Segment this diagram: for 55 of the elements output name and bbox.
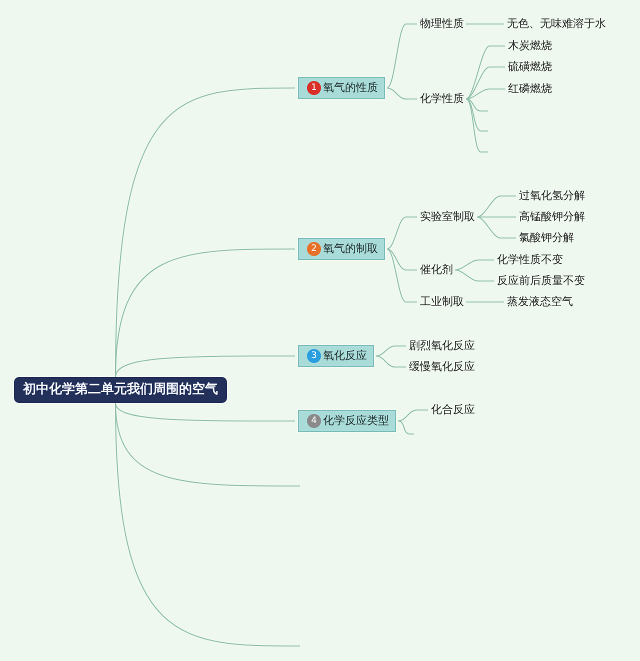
central-topic: 初中化学第二单元我们周围的空气 xyxy=(14,377,227,403)
topic-box xyxy=(298,77,385,99)
subtopic-label: 化合反应 xyxy=(431,403,475,417)
branch-line xyxy=(376,356,406,368)
branch-line xyxy=(386,24,418,88)
subtopic-label: 化学性质 xyxy=(420,92,464,106)
subtopic-label: 剧烈氧化反应 xyxy=(409,339,475,353)
branch-line xyxy=(386,248,418,302)
number-badge: 2 xyxy=(307,242,321,256)
branch-line xyxy=(476,216,516,238)
branch-line xyxy=(476,216,516,218)
subtopic-label: 氯酸钾分解 xyxy=(519,231,574,245)
topic-label: 氧化反应 xyxy=(323,348,367,364)
branch-line xyxy=(115,248,296,378)
branch-line xyxy=(454,260,494,270)
topic-box xyxy=(298,410,396,432)
number-badge: 1 xyxy=(307,81,321,95)
subtopic-label: 工业制取 xyxy=(420,295,464,309)
subtopic-label: 实验室制取 xyxy=(420,210,475,224)
branch-line xyxy=(386,248,418,270)
subtopic-label: 无色、无味难溶于水 xyxy=(507,17,606,31)
branch-line xyxy=(466,98,488,132)
branch-line xyxy=(466,98,488,112)
subtopic-label: 红磷燃烧 xyxy=(508,82,552,96)
branch-line xyxy=(376,346,406,356)
branch-line xyxy=(466,98,488,152)
subtopic-label: 过氧化氢分解 xyxy=(519,189,585,203)
subtopic-label: 缓慢氧化反应 xyxy=(409,360,475,374)
subtopic-label: 高锰酸钾分解 xyxy=(519,210,585,224)
branch-line xyxy=(466,66,506,100)
branch-line xyxy=(386,216,418,250)
number-badge: 4 xyxy=(307,414,321,428)
branch-line xyxy=(398,410,428,422)
branch-line xyxy=(454,270,494,282)
subtopic-label: 蒸发液态空气 xyxy=(507,295,573,309)
topic-box xyxy=(298,238,385,260)
topic-label: 氧气的性质 xyxy=(323,80,378,96)
branch-line xyxy=(466,46,506,100)
subtopic-label: 硫磺燃烧 xyxy=(508,60,552,74)
subtopic-label: 化学性质不变 xyxy=(497,253,563,267)
branch-line xyxy=(115,402,296,422)
branch-line xyxy=(115,356,296,378)
branch-line xyxy=(476,196,516,218)
branch-line xyxy=(466,88,506,100)
branch-line xyxy=(398,420,414,434)
subtopic-label: 催化剂 xyxy=(420,263,453,277)
subtopic-label: 木炭燃烧 xyxy=(508,39,552,53)
branch-line xyxy=(115,402,300,646)
number-badge: 3 xyxy=(307,349,321,363)
branch-line xyxy=(386,88,418,100)
topic-label: 化学反应类型 xyxy=(323,413,389,429)
subtopic-label: 物理性质 xyxy=(420,17,464,31)
topic-box xyxy=(298,345,374,367)
subtopic-label: 反应前后质量不变 xyxy=(497,274,585,288)
topic-label: 氧气的制取 xyxy=(323,241,378,257)
